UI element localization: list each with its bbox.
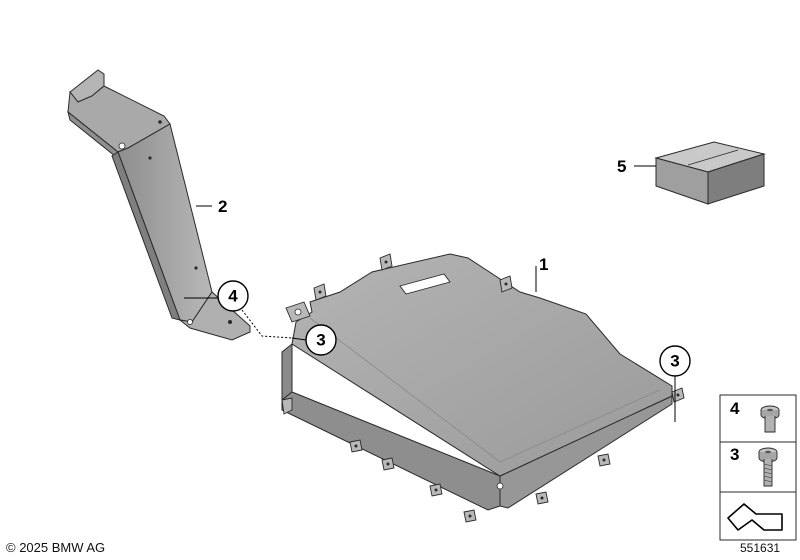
callout-2: 2 <box>218 197 227 216</box>
box-part[interactable] <box>654 141 766 205</box>
callout-3a: 3 <box>316 331 325 350</box>
callout-4-circle: 4 <box>217 280 249 312</box>
long-bolt-icon <box>758 447 778 487</box>
diagram-number: 551631 <box>740 541 781 555</box>
legend-panel: 4 3 <box>719 394 797 541</box>
copyright-notice: © 2025 BMW AG <box>6 540 106 555</box>
leader-lines <box>184 165 676 422</box>
callout-3b: 3 <box>670 352 679 371</box>
bracket-part[interactable] <box>67 69 251 341</box>
short-bolt-icon <box>760 405 780 433</box>
callout-3-circle-a: 3 <box>305 324 337 356</box>
chevron-arrow-icon <box>727 503 783 531</box>
legend-label-3: 3 <box>730 445 739 464</box>
legend-label-4: 4 <box>730 399 740 418</box>
housing-part[interactable] <box>281 253 685 523</box>
callout-4: 4 <box>228 287 238 306</box>
callout-3-circle-b: 3 <box>659 345 691 377</box>
callout-1: 1 <box>539 255 548 274</box>
callout-5: 5 <box>617 157 626 176</box>
